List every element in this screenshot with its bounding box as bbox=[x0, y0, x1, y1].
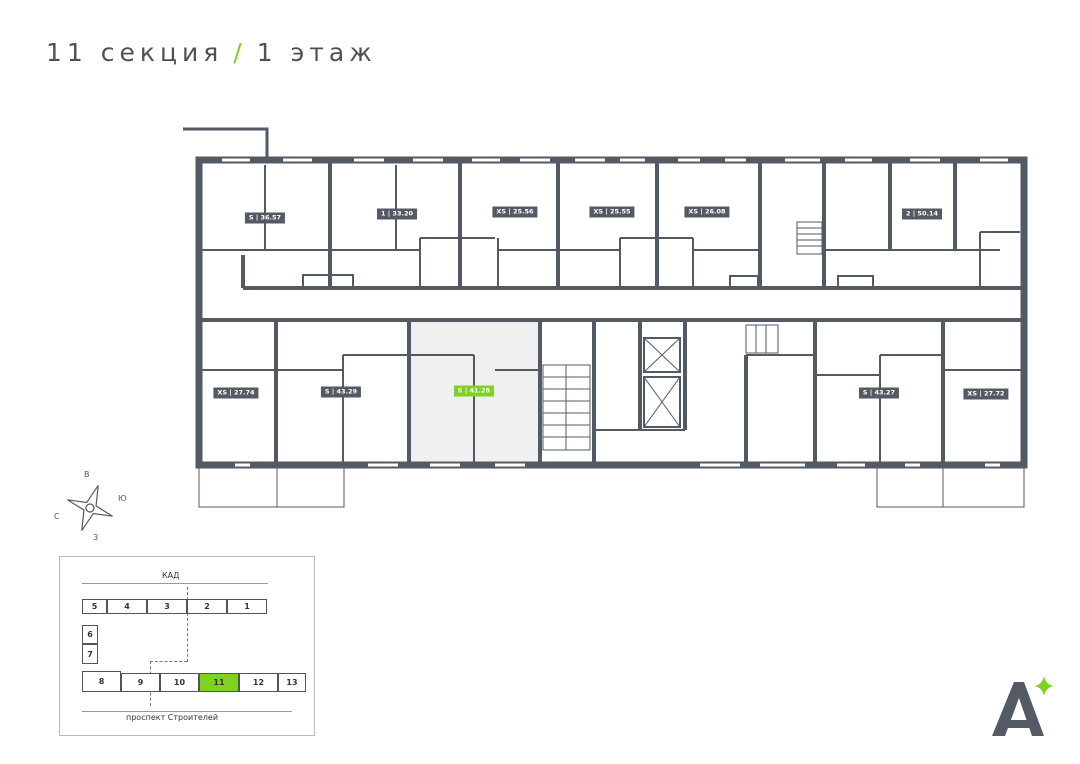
section-10[interactable]: 10 bbox=[160, 673, 199, 692]
apartment-label-selected[interactable]: S | 41.28 bbox=[453, 385, 495, 397]
sparkle-icon bbox=[1034, 676, 1054, 696]
section-5[interactable]: 5 bbox=[82, 599, 107, 614]
site-map: КАД проспект Строителей 1 2 3 4 5 6 7 8 … bbox=[59, 556, 315, 736]
section-13[interactable]: 13 bbox=[278, 673, 306, 692]
compass-north: В bbox=[84, 470, 90, 479]
page-title: 11 секция / 1 этаж bbox=[46, 38, 377, 67]
section-12[interactable]: 12 bbox=[239, 673, 278, 692]
section-8[interactable]: 8 bbox=[82, 671, 121, 692]
apartment-label[interactable]: S | 43.27 bbox=[858, 387, 900, 399]
compass-east: Ю bbox=[118, 494, 127, 503]
compass-west: С bbox=[54, 512, 60, 521]
floor-label: 1 этаж bbox=[256, 38, 377, 67]
compass-south: З bbox=[93, 533, 99, 542]
section-1[interactable]: 1 bbox=[227, 599, 267, 614]
apartment-label[interactable]: XS | 26.08 bbox=[684, 206, 730, 218]
apartment-label[interactable]: 2 | 50.14 bbox=[902, 208, 942, 220]
top-road-label: КАД bbox=[162, 571, 180, 580]
outer-wall bbox=[195, 156, 1028, 469]
apartment-label[interactable]: XS | 27.74 bbox=[213, 387, 259, 399]
section-2[interactable]: 2 bbox=[187, 599, 227, 614]
title-separator: / bbox=[233, 38, 247, 67]
section-7[interactable]: 7 bbox=[82, 644, 98, 664]
section-9[interactable]: 9 bbox=[121, 673, 160, 692]
apartment-label[interactable]: XS | 25.55 bbox=[589, 206, 635, 218]
apartment-label[interactable]: S | 43.29 bbox=[320, 386, 362, 398]
apartment-label[interactable]: XS | 27.72 bbox=[963, 388, 1009, 400]
section-6[interactable]: 6 bbox=[82, 625, 98, 644]
apartment-label[interactable]: S | 36.57 bbox=[244, 212, 286, 224]
section-4[interactable]: 4 bbox=[107, 599, 147, 614]
bottom-road-label: проспект Строителей bbox=[126, 713, 219, 722]
apartment-label[interactable]: 1 | 33.20 bbox=[377, 208, 417, 220]
section-11-selected[interactable]: 11 bbox=[199, 673, 239, 692]
section-3[interactable]: 3 bbox=[147, 599, 187, 614]
logo bbox=[992, 676, 1054, 736]
compass-icon bbox=[67, 485, 113, 531]
section-label: 11 секция bbox=[46, 38, 224, 67]
apartment-label[interactable]: XS | 25.56 bbox=[492, 206, 538, 218]
